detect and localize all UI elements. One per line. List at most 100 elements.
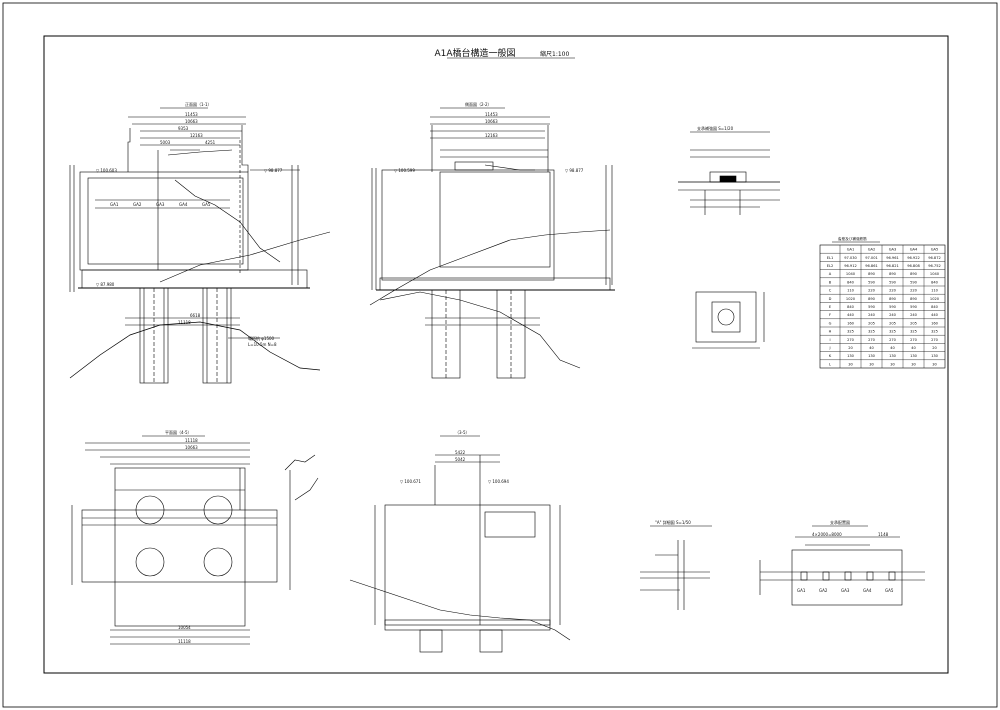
bearing-table-cell: A [829, 272, 832, 276]
layout-bearing-ga2: GA2 [819, 588, 828, 593]
front-bearing-ga3: GA3 [156, 202, 165, 207]
bearing-table-cell: D [829, 297, 832, 301]
bearing-table-header-cell: GA5 [931, 248, 939, 252]
bearing-table-cell: 325 [889, 330, 896, 334]
detail-a-title: "A" 詳細図 S=1/50 [655, 519, 691, 525]
layout-dim-right: 1148 [878, 532, 889, 537]
bearing-table-header-cell: GA1 [847, 248, 855, 252]
side-left-elevation: ▽ 100.599 [394, 168, 415, 173]
bearing-table-cell: 40 [911, 346, 916, 350]
bearing-table-cell: 240 [868, 313, 876, 317]
side-dim-total: 11453 [485, 112, 498, 117]
front-dim-mid: 9353 [178, 126, 189, 131]
side-dim-inner: 10663 [485, 119, 498, 124]
plan-dim-bottom-total: 11118 [178, 639, 191, 644]
bearing-table-cell: 840 [931, 305, 939, 309]
bearing-table-cell: 130 [931, 354, 939, 358]
bearing-table-cell: 270 [868, 338, 876, 342]
front-left-elevation: ▽ 100.603 [96, 168, 117, 173]
bearing-table-cell: 96.912 [844, 264, 857, 268]
bearing-table-cell: 590 [910, 280, 918, 284]
bearing-table-cell: 240 [889, 313, 897, 317]
drawing-title: A1A橋台構造一般図 [434, 47, 515, 59]
section-dim-mid: 5042 [455, 457, 466, 462]
bearing-table-cell: 590 [868, 305, 876, 309]
bearing-table-cell: 890 [910, 297, 918, 301]
plan-dim-bottom: 10054 [178, 625, 191, 630]
bearing-table-title: 沓座及び補強鉄筋 [838, 236, 867, 241]
bearing-table-cell: 840 [847, 280, 855, 284]
bearing-table-cell: 1040 [930, 272, 940, 276]
bearing-table-cell: 325 [931, 330, 938, 334]
bearing-table-cell: EL1 [827, 256, 834, 260]
bearing-table-cell: 110 [847, 289, 855, 293]
bearing-table-cell: 160 [847, 321, 855, 325]
layout-bearing-ga4: GA4 [863, 588, 872, 593]
front-dim-bottom: 11118 [178, 320, 191, 325]
bearing-table-cell: 890 [868, 272, 876, 276]
side-right-elevation: ▽ 98.877 [565, 168, 584, 173]
bearing-table-cell: 205 [910, 321, 917, 325]
front-dim-right: 4251 [205, 140, 216, 145]
bearing-table-cell: E [829, 305, 832, 309]
bearing-table-cell: G [829, 321, 832, 325]
front-dim-span: 12163 [190, 133, 203, 138]
bearing-table-cell: 1040 [846, 272, 856, 276]
bearing-table-cell: 890 [910, 272, 918, 276]
bearing-table-cell: 220 [910, 289, 918, 293]
bearing-table-header-cell: GA2 [868, 248, 876, 252]
layout-dim-span: 4×2000=8000 [812, 532, 842, 537]
bearing-table-cell: 96.961 [886, 256, 899, 260]
bearing-table-cell: C [829, 289, 832, 293]
bearing-table-header-cell: GA3 [889, 248, 897, 252]
bearing-detail: 支承補強図 S=1/20 [678, 125, 780, 349]
front-pile-length: L=10.5m N=8 [248, 342, 277, 347]
bearing-table-cell: 890 [868, 297, 876, 301]
bearing-table-cell: K [829, 354, 832, 358]
bearing-table-cell: 325 [847, 330, 854, 334]
plan-dim-total: 11118 [185, 438, 198, 443]
front-dim-total: 11453 [185, 112, 198, 117]
bearing-table-cell: 30 [848, 362, 853, 366]
section-left-elevation: ▽ 100.671 [400, 479, 421, 484]
bearing-table-cell: 270 [847, 338, 855, 342]
bearing-table-cell: L [829, 362, 831, 366]
front-bearing-ga5: GA5 [202, 202, 211, 207]
bearing-table-cell: 97.030 [844, 256, 857, 260]
bearing-table-cell: 1020 [846, 297, 856, 301]
bearing-table-cell: 590 [889, 280, 897, 284]
bearing-table-cell: 160 [931, 321, 939, 325]
bearing-table-cell: 96.872 [928, 256, 941, 260]
bearing-layout-title: 支承配置図 [830, 519, 850, 525]
bearing-table-cell: EL2 [827, 264, 834, 268]
section-view-title: （3-5） [455, 430, 470, 435]
bearing-table-frame [819, 244, 946, 369]
bearing-table-cell: 130 [847, 354, 855, 358]
bearing-table-cell: J [828, 346, 830, 350]
bearing-table-cell: 20 [932, 346, 937, 350]
front-dim-inner: 10663 [185, 119, 198, 124]
front-base-elevation: ▽ 87.980 [96, 282, 115, 287]
detail-a: "A" 詳細図 S=1/50 [640, 519, 712, 610]
bearing-table-cell: 30 [890, 362, 895, 366]
bearing-table-cell: 590 [868, 280, 876, 284]
front-right-elevation: ▽ 98.877 [264, 168, 283, 173]
layout-bearing-ga3: GA3 [841, 588, 850, 593]
layout-bearing-ga5: GA5 [885, 588, 894, 593]
bearing-table-cell: 325 [868, 330, 875, 334]
bearing-table-cell: 270 [931, 338, 939, 342]
bearing-table-cell: 1020 [930, 297, 940, 301]
bearing-table-cell: 220 [868, 289, 876, 293]
bearing-table-cell: 40 [890, 346, 895, 350]
bearing-table-cell: 240 [910, 313, 918, 317]
bearing-table-cell: 97.001 [865, 256, 878, 260]
bearing-table-cell: 130 [910, 354, 918, 358]
bearing-table-cell: 40 [869, 346, 874, 350]
bearing-table-cell: 96.922 [907, 256, 920, 260]
side-dim-span: 12163 [485, 133, 498, 138]
bearing-table-cell: 130 [889, 354, 897, 358]
front-dim-left: 5003 [160, 140, 171, 145]
